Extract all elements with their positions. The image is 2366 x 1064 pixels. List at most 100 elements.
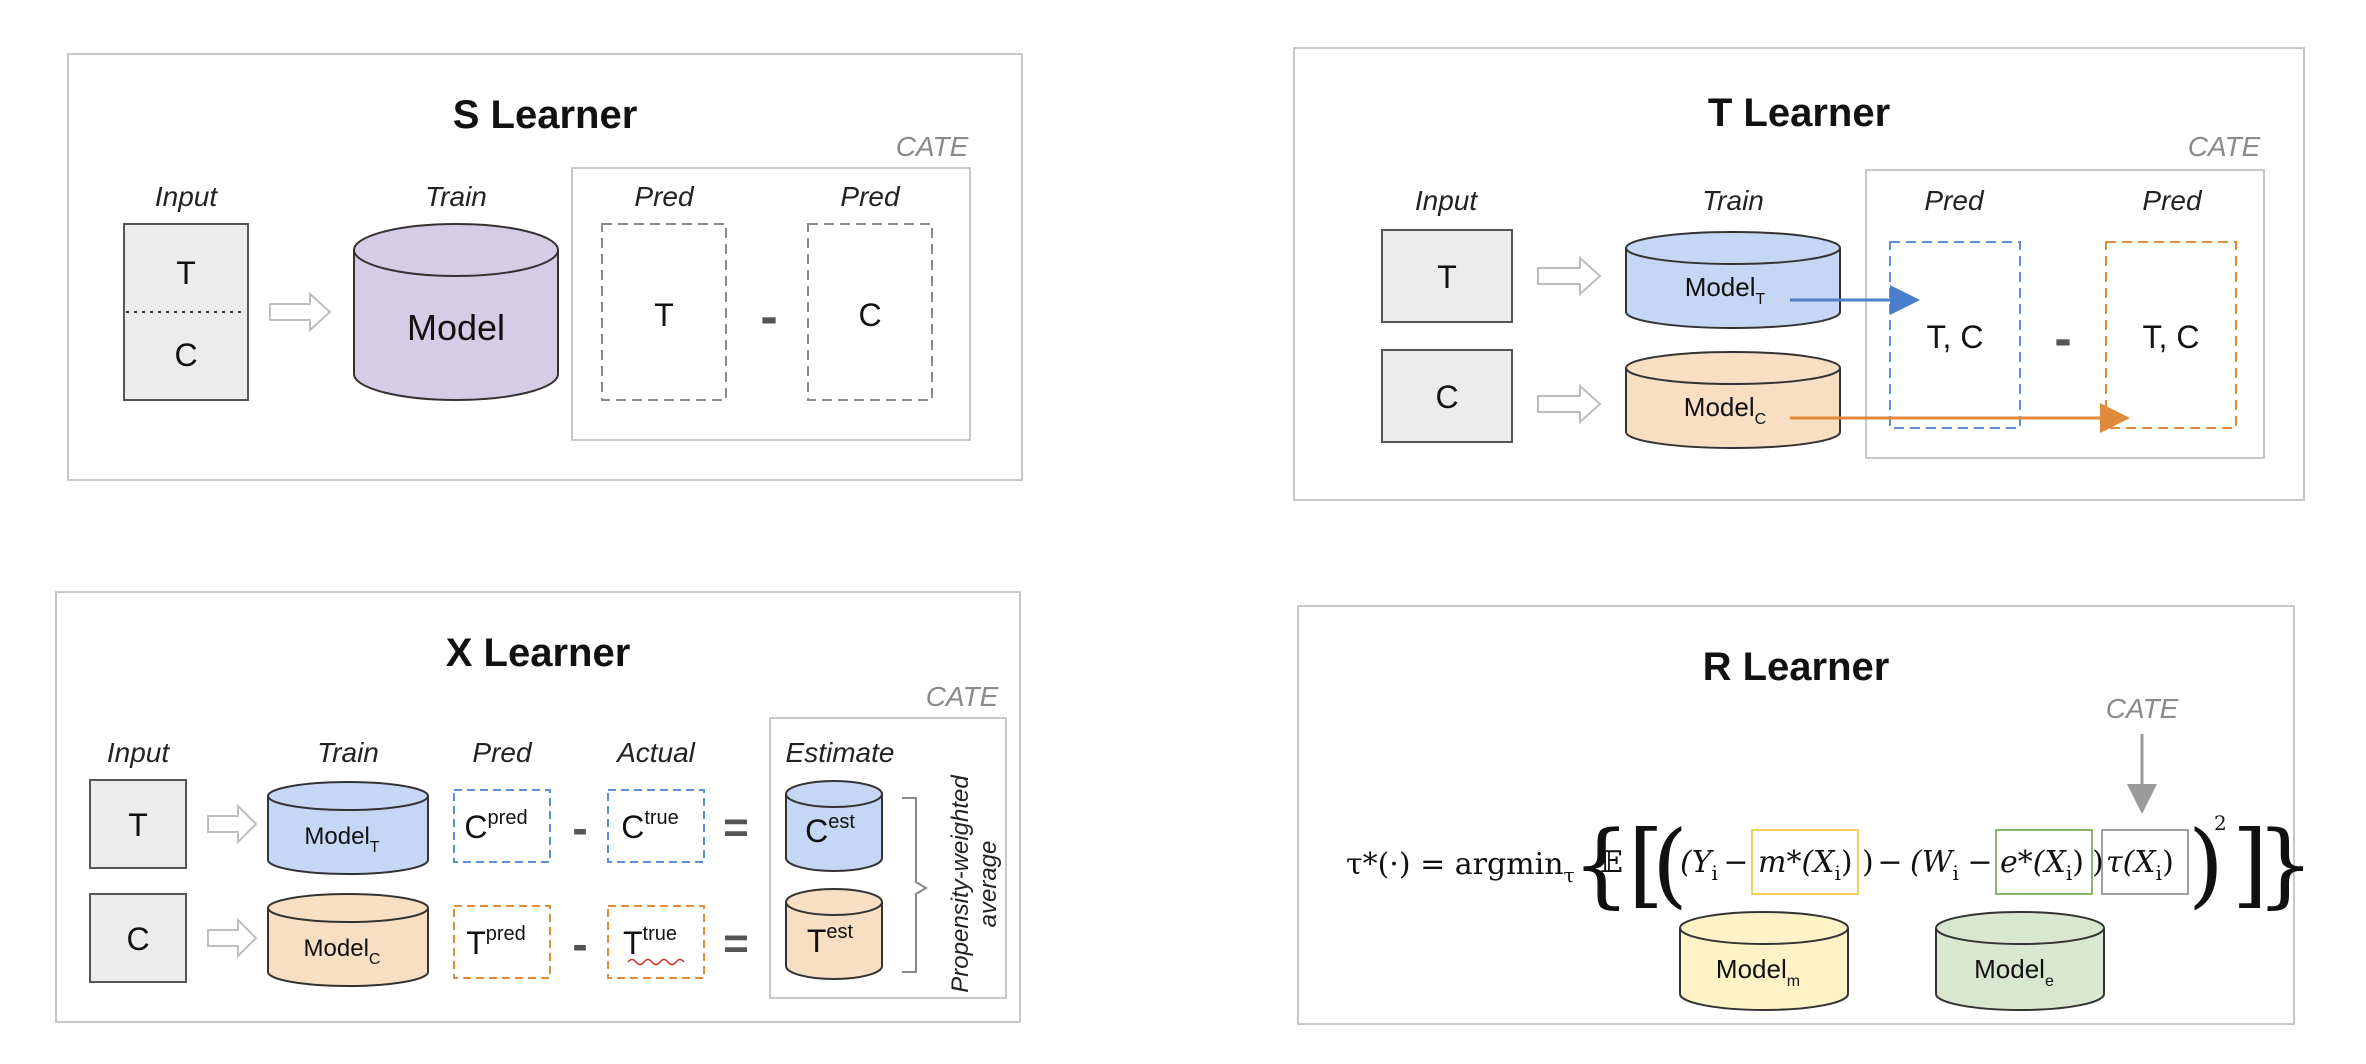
svg-text:ModelT: ModelT <box>304 823 379 856</box>
x-minus-c: - <box>572 802 587 854</box>
t-pred-box-1 <box>1889 241 2021 429</box>
x-pred-label: Pred <box>472 737 533 768</box>
svg-text:ModelC: ModelC <box>304 935 381 968</box>
r-paren-open: ( <box>1652 811 1688 918</box>
x-t-true-sup: true <box>643 923 677 945</box>
s-cate-box <box>571 167 971 441</box>
r-model-m-cylinder <box>1679 911 1849 1011</box>
t-pred-1: T, C <box>1927 319 1984 355</box>
t-arrow-t <box>1537 255 1602 297</box>
x-t-true-box <box>607 905 705 979</box>
svg-text:Test: Test <box>807 921 854 959</box>
x-actual-label: Actual <box>615 737 696 768</box>
r-close-1: ) <box>1862 845 1874 880</box>
t-model-c-label: Model <box>1684 392 1755 422</box>
s-pred-2: C <box>858 297 881 333</box>
r-e-highlight <box>1995 829 2093 895</box>
svg-text:τ*(·) = argminτ: τ*(·) = argminτ <box>1346 847 1575 887</box>
r-m-highlight <box>1751 829 1859 895</box>
x-t-pred-sup: pred <box>486 923 526 945</box>
t-model-t-cylinder <box>1625 231 1841 329</box>
r-e-term: e*(X <box>2000 845 2067 880</box>
svg-text:Cest: Cest <box>805 811 855 849</box>
svg-text:Tpred: Tpred <box>466 923 526 961</box>
r-minus-3: − <box>1967 845 1992 880</box>
r-close-2: ) <box>2092 845 2104 880</box>
x-equals-t: = <box>723 919 749 968</box>
t-train-label: Train <box>1702 185 1764 216</box>
svg-text:(Yi: (Yi <box>1680 845 1718 885</box>
svg-text:Ctrue: Ctrue <box>621 807 679 845</box>
t-cate-label: CATE <box>2188 131 2261 162</box>
r-learner-title: R Learner <box>1703 645 1890 689</box>
r-paren-close: ) <box>2188 811 2224 918</box>
x-t-pred-box <box>453 905 551 979</box>
r-formula-lhs: τ*(·) = argmin <box>1346 847 1564 882</box>
x-c-est-sup: est <box>828 811 855 833</box>
x-train-label: Train <box>317 737 379 768</box>
x-cate-box <box>769 717 1007 999</box>
svg-text:Modele: Modele <box>1974 954 2054 990</box>
x-t-est: T <box>807 923 827 959</box>
t-model-c-sub: C <box>1755 411 1767 428</box>
t-input-label: Input <box>1415 185 1478 216</box>
t-model-t-label: Model <box>1685 272 1756 302</box>
r-m-term: m*(X <box>1758 845 1836 880</box>
x-input-t: T <box>128 807 148 843</box>
s-learner-title: S Learner <box>453 93 638 137</box>
x-bracket <box>902 797 928 973</box>
r-y-term: (Y <box>1680 845 1715 880</box>
r-bracket-open: [ <box>1628 811 1664 918</box>
x-c-pred-sup: pred <box>488 807 528 829</box>
x-model-t-label: Model <box>304 823 369 850</box>
s-input-bottom: C <box>174 337 197 373</box>
t-pred-label-2: Pred <box>2142 185 2203 216</box>
x-model-c-cylinder <box>267 893 429 987</box>
t-learner-title: T Learner <box>1708 91 1890 135</box>
x-t-est-sup: est <box>826 921 853 943</box>
r-m-close: ) <box>1841 845 1853 880</box>
r-minus-2: − <box>1877 845 1902 880</box>
t-pred-label-1: Pred <box>1924 185 1985 216</box>
t-input-t-box <box>1381 229 1513 323</box>
r-model-e-sub: e <box>2045 973 2054 990</box>
s-minus: - <box>760 288 777 346</box>
x-c-est-cylinder <box>785 780 883 872</box>
t-input-c: C <box>1435 379 1458 415</box>
r-w-sub: i <box>1953 861 1959 885</box>
r-tau-term: τ(X <box>2106 845 2157 880</box>
svg-text:m*(Xi): m*(Xi) <box>1758 845 1853 885</box>
r-y-sub: i <box>1712 861 1718 885</box>
r-e-sub: i <box>2066 861 2072 885</box>
s-input-top: T <box>176 255 196 291</box>
x-side-label-2: average <box>975 841 1002 928</box>
r-model-e-cylinder <box>1935 911 2105 1011</box>
r-model-m-sub: m <box>1787 973 1800 990</box>
s-pred-box-1 <box>601 223 727 401</box>
s-pred-box-2 <box>807 223 933 401</box>
x-t-est-cylinder <box>785 888 883 980</box>
s-arrow <box>269 291 332 333</box>
r-brace-open: { <box>1572 811 1631 918</box>
r-formula-lhs-sub: τ <box>1564 863 1575 887</box>
svg-text:e*(Xi): e*(Xi) <box>2000 845 2084 885</box>
s-cate-label: CATE <box>896 131 969 162</box>
r-w-term: (W <box>1910 845 1955 880</box>
x-c-pred-box <box>453 789 551 863</box>
x-t-pred: T <box>466 925 486 961</box>
x-learner-title: X Learner <box>446 631 631 675</box>
x-c-true: C <box>621 809 644 845</box>
svg-text:τ(Xi): τ(Xi) <box>2106 845 2174 885</box>
x-side-label-1: Propensity-weighted <box>947 775 974 993</box>
s-pred-label-1: Pred <box>634 181 695 212</box>
x-model-t-cylinder <box>267 781 429 875</box>
r-tau-sub: i <box>2156 861 2162 885</box>
s-input-label: Input <box>155 181 218 212</box>
r-tau-close: ) <box>2162 845 2174 880</box>
x-input-c-box <box>89 893 187 983</box>
svg-text:Ttrue: Ttrue <box>623 923 677 961</box>
s-model-cylinder <box>353 223 559 401</box>
t-pred-box-2 <box>2105 241 2237 429</box>
r-model-e-label: Model <box>1974 954 2045 984</box>
